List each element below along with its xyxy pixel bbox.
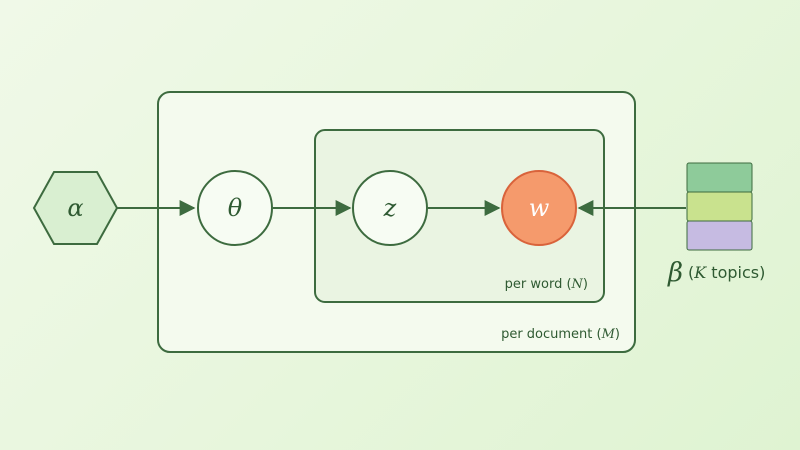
beta-label: β (K topics) <box>667 258 765 288</box>
z-symbol: z <box>383 194 397 222</box>
theta-symbol: θ <box>228 194 243 222</box>
z-node: z <box>352 170 428 246</box>
topic-block-2 <box>686 191 753 222</box>
beta-symbol: β <box>667 258 683 288</box>
w-symbol: w <box>529 194 550 222</box>
document-plate-label: per document (M) <box>501 327 620 342</box>
topic-block-1 <box>686 162 753 193</box>
topic-block-3 <box>686 220 753 251</box>
w-node: w <box>501 170 577 246</box>
beta-topic-stack <box>686 162 753 251</box>
alpha-node: α <box>32 171 119 245</box>
alpha-symbol: α <box>67 194 83 222</box>
word-plate-label: per word (N) <box>505 277 588 292</box>
theta-node: θ <box>197 170 273 246</box>
beta-caption: (K topics) <box>688 263 765 282</box>
